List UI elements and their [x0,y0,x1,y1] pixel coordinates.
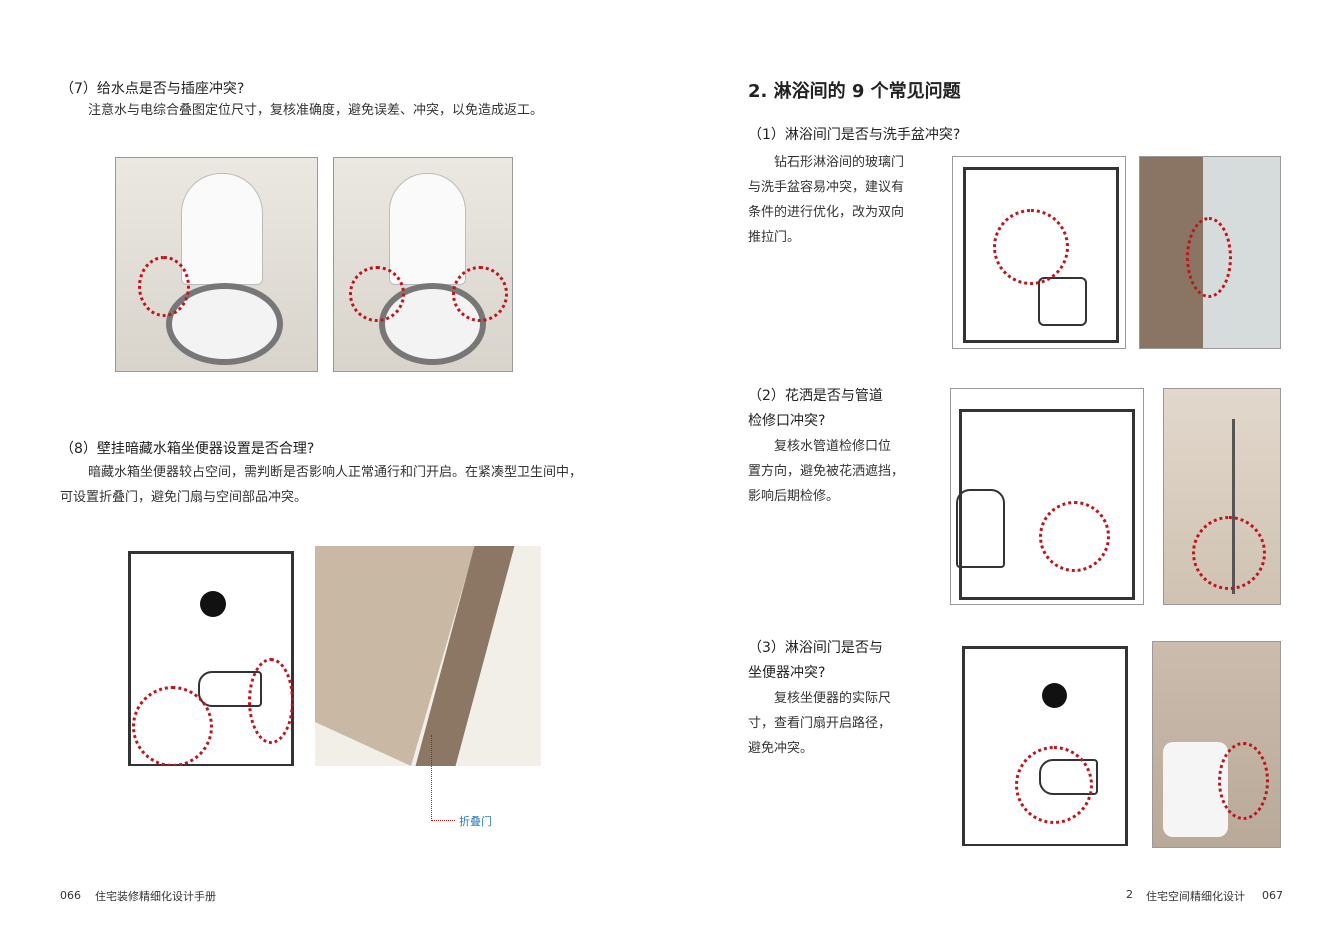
floor-plan-shower-basin [952,156,1126,349]
q2-line: 复核水管道检修口位 [774,439,892,454]
q1-line: 推拉门。 [748,230,801,245]
callout-leader-h [431,820,455,822]
toilet-photo-1 [115,157,318,372]
q2-title-line: （2）花洒是否与管道 [748,388,883,404]
shower-toilet-photo [1152,641,1281,848]
q2-line: 置方向，避免被花洒遮挡， [748,464,905,479]
floor-plan-shower-toilet [957,641,1133,846]
callout-folding-door: 折叠门 [459,815,492,828]
q8-title: （8）壁挂暗藏水箱坐便器设置是否合理? [60,441,315,457]
q3-line: 避免冲突。 [748,741,814,756]
q8-body-line2: 可设置折叠门，避免门扇与空间部品冲突。 [60,490,308,505]
footer-chapter: 2 [1126,888,1133,901]
footer-page-right: 067 [1262,889,1283,902]
footer-title-right: 住宅空间精细化设计 [1146,890,1245,903]
q1-line: 与洗手盆容易冲突，建议有 [748,180,905,195]
folding-door-render [315,546,541,766]
floor-plan-shower-access [950,388,1144,605]
q2-title-line: 检修口冲突? [748,413,826,429]
q3-title-line: （3）淋浴间门是否与 [748,640,883,656]
section-heading: 2. 淋浴间的 9 个常见问题 [748,81,961,102]
q1-body: 钻石形淋浴间的玻璃门 与洗手盆容易冲突，建议有 条件的进行优化，改为双向 推拉门… [748,150,928,250]
callout-leader [431,735,433,821]
shower-door-photo [1139,156,1281,349]
footer-title-left: 住宅装修精细化设计手册 [95,890,216,903]
q3-title-line: 坐便器冲突? [748,665,826,681]
q2-line: 影响后期检修。 [748,489,840,504]
q7-title: （7）给水点是否与插座冲突? [60,81,245,97]
q8-body-line1: 暗藏水箱坐便器较占空间，需判断是否影响人正常通行和门开启。在紧凑型卫生间中， [88,465,583,480]
q1-title: （1）淋浴间门是否与洗手盆冲突? [748,127,961,143]
q3-line: 复核坐便器的实际尺 [774,691,892,706]
q3-block: （3）淋浴间门是否与 坐便器冲突? 复核坐便器的实际尺 寸，查看门扇开启路径， … [748,636,928,761]
q3-line: 寸，查看门扇开启路径， [748,716,892,731]
q2-block: （2）花洒是否与管道 检修口冲突? 复核水管道检修口位 置方向，避免被花洒遮挡，… [748,384,928,509]
q1-line: 钻石形淋浴间的玻璃门 [774,155,905,170]
footer-page-left: 066 [60,889,81,902]
toilet-photo-2 [333,157,513,372]
shower-head-photo [1163,388,1281,605]
q7-body: 注意水与电综合叠图定位尺寸，复核准确度，避免误差、冲突，以免造成返工。 [88,103,544,118]
q1-line: 条件的进行优化，改为双向 [748,205,905,220]
floor-plan-folding-door [108,546,298,766]
